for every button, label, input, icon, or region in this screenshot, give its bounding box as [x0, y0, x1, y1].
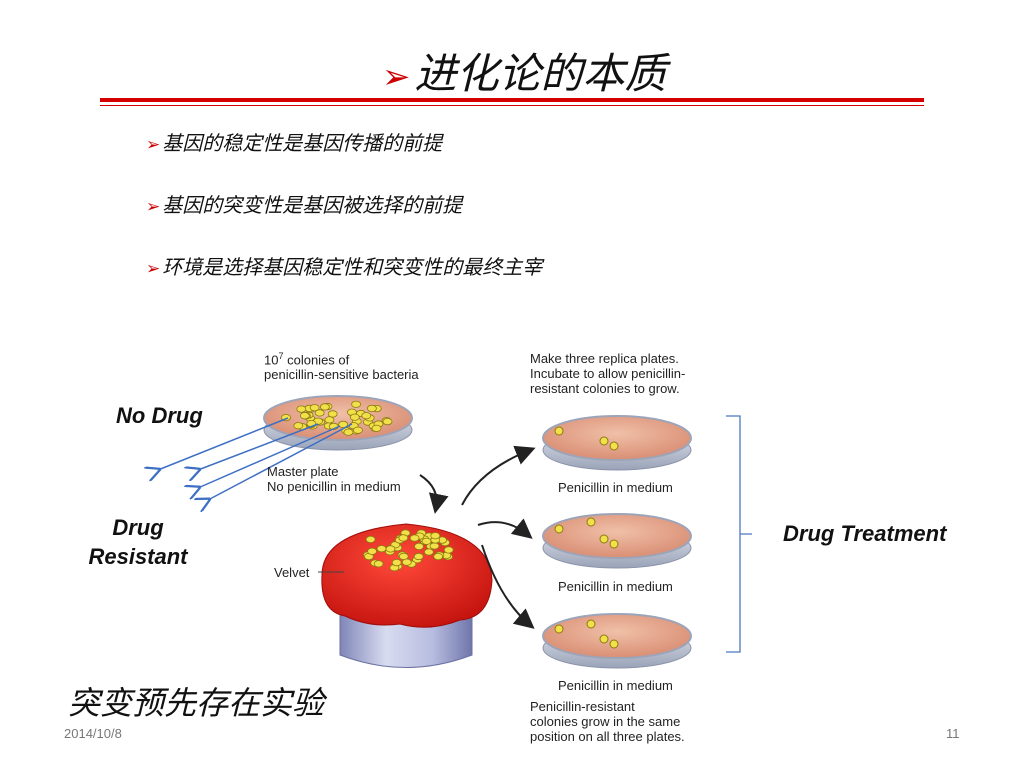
colony — [429, 542, 440, 550]
colony — [430, 532, 441, 540]
bullet-item: ➢基因的突变性是基因被选择的前提 — [146, 193, 463, 217]
master-plate-caption: Master plate No penicillin in medium — [267, 464, 401, 494]
colony — [349, 413, 360, 421]
colony — [423, 548, 434, 556]
colony — [414, 542, 424, 551]
velvet-label: Velvet — [274, 565, 310, 580]
bullet-arrow-icon: ➢ — [382, 57, 411, 97]
colony — [309, 404, 320, 412]
colony — [365, 535, 376, 544]
process-arrow — [461, 445, 536, 506]
bullet-item: ➢基因的稳定性是基因传播的前提 — [146, 131, 443, 155]
colony — [421, 537, 432, 545]
page-number: 11 — [946, 726, 960, 741]
colony — [385, 545, 396, 553]
slide-title: ➢进化论的本质 — [382, 49, 667, 98]
bullet-item: ➢环境是选择基因稳定性和突变性的最终主宰 — [146, 255, 543, 279]
blue-arrow — [158, 417, 289, 470]
process-arrow — [419, 474, 449, 514]
blue-arrow — [198, 423, 319, 470]
replica-plate-3 — [542, 613, 692, 669]
colony — [366, 404, 377, 412]
colony — [371, 424, 382, 432]
replica-caption: Make three replica plates. Incubate to a… — [530, 351, 686, 396]
colony — [361, 412, 372, 420]
drug-treatment-label: Drug Treatment — [783, 521, 947, 546]
colony — [401, 558, 412, 566]
colony — [296, 405, 307, 413]
colony — [343, 428, 354, 436]
plate-label: Penicillin in medium — [558, 678, 673, 693]
velvet-block — [321, 523, 493, 668]
colony — [391, 558, 402, 567]
colony — [382, 417, 393, 426]
drug-treatment-bracket — [726, 415, 752, 653]
process-arrow — [477, 518, 533, 539]
no-drug-label: No Drug — [116, 403, 203, 428]
colony — [351, 400, 362, 408]
replica-plate-2 — [542, 513, 692, 569]
colony — [338, 420, 349, 428]
result-caption: Penicillin-resistant colonies grow in th… — [530, 699, 685, 744]
plate-label: Penicillin in medium — [558, 579, 673, 594]
colony — [376, 545, 387, 553]
colony — [352, 426, 363, 434]
colony — [299, 412, 310, 420]
drug-resistant-label: Drug Resistant — [88, 515, 188, 569]
colony — [319, 403, 330, 411]
colony — [327, 410, 338, 418]
bullet-arrow-icon: ➢ — [146, 259, 161, 279]
colony — [433, 552, 444, 561]
colony-group — [362, 529, 454, 572]
colony — [409, 534, 420, 542]
colony — [314, 409, 325, 417]
colony — [324, 416, 335, 424]
colony — [293, 422, 304, 430]
plate-label: Penicillin in medium — [558, 480, 673, 495]
colony — [413, 552, 424, 561]
experiment-title: 突变预先存在实验 — [68, 684, 325, 722]
master-caption: 107 colonies of penicillin-sensitive bac… — [264, 351, 419, 383]
title-underline-thin — [100, 105, 924, 106]
process-arrow — [481, 544, 535, 629]
bullet-arrow-icon: ➢ — [146, 197, 161, 217]
colony — [443, 546, 454, 554]
bullet-arrow-icon: ➢ — [146, 135, 161, 155]
blue-arrow — [208, 423, 353, 500]
colony-group — [281, 400, 393, 436]
slide-date: 2014/10/8 — [64, 726, 122, 741]
blue-arrow — [198, 425, 341, 488]
colony — [367, 547, 378, 555]
replica-plate-1 — [542, 415, 692, 471]
colony — [398, 534, 409, 542]
title-underline — [100, 98, 924, 102]
colony — [373, 560, 384, 568]
master-plate — [263, 395, 413, 451]
